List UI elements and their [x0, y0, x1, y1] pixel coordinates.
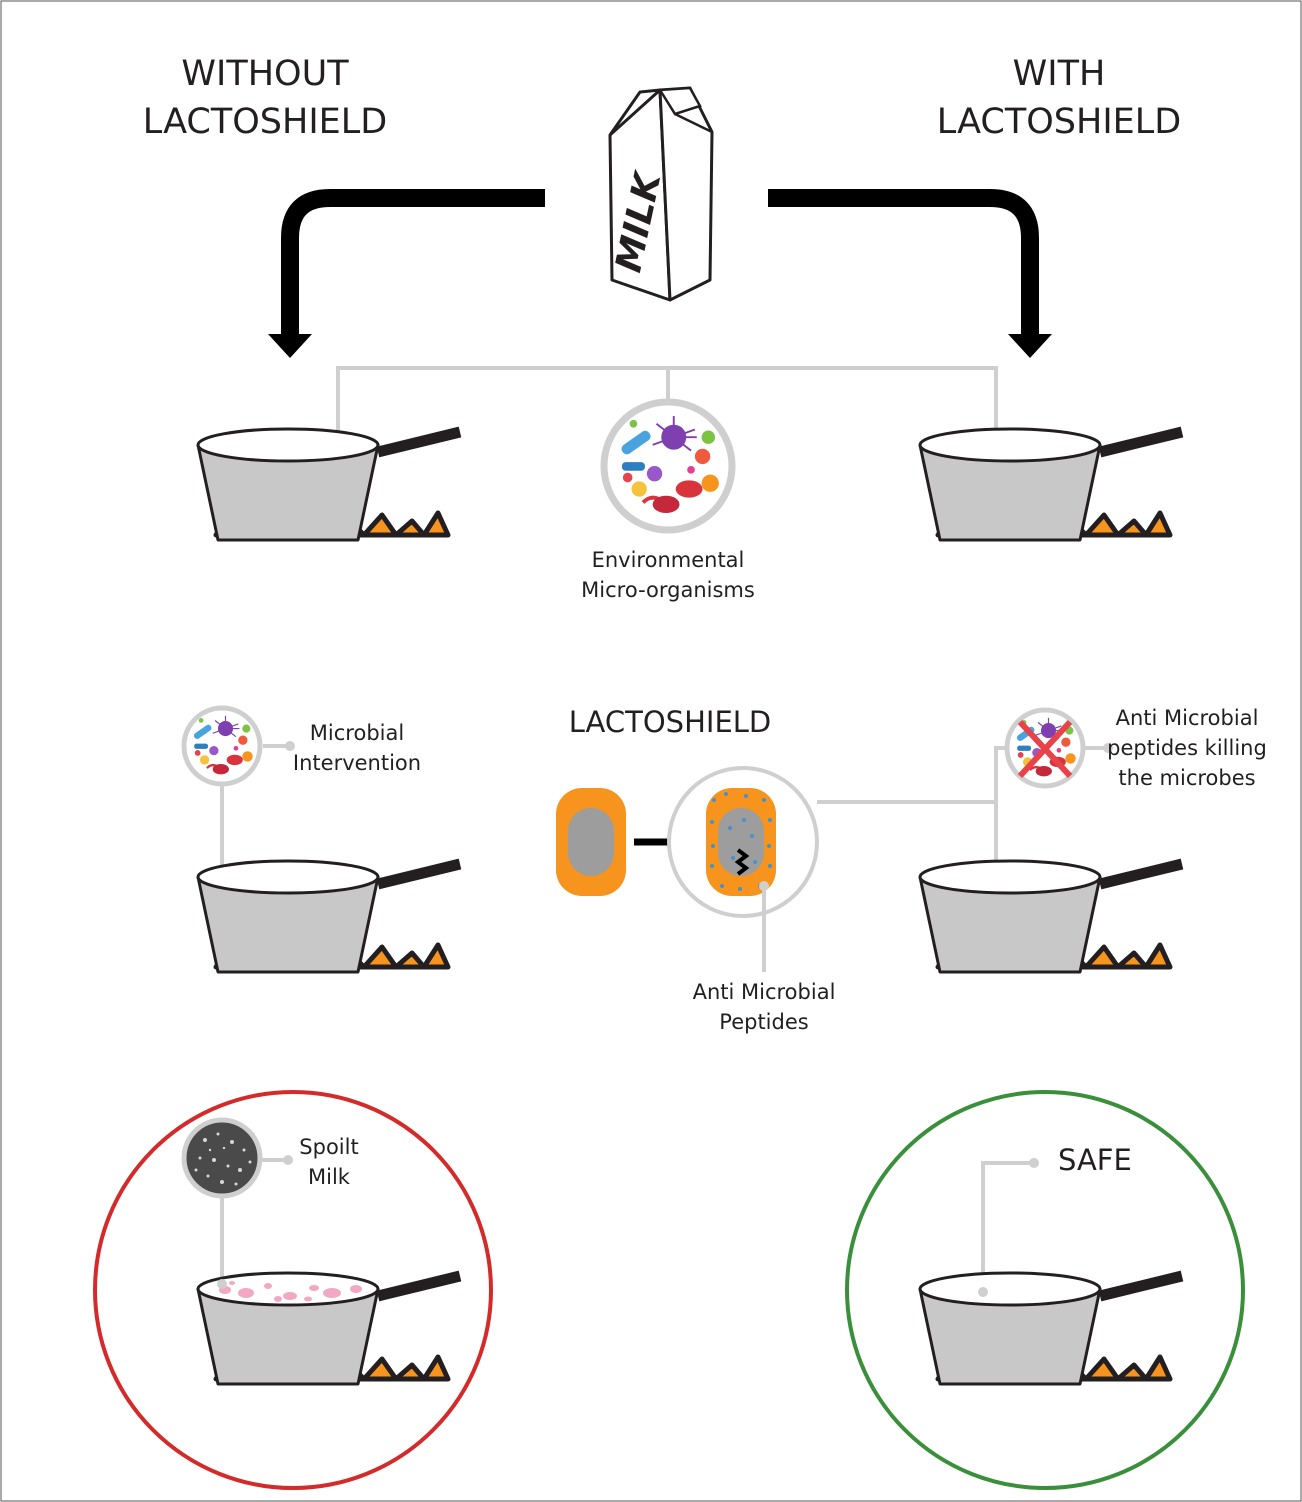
safe-ring [845, 1090, 1245, 1490]
pot-icon [920, 1273, 1182, 1384]
safe-connector [981, 1161, 1034, 1292]
pot-icon [198, 429, 460, 540]
safe-label: SAFE [1058, 1143, 1132, 1177]
peptides-label: Anti Microbial Peptides [692, 980, 836, 1034]
pot-icon [198, 861, 460, 972]
peptides-connector [762, 746, 1008, 972]
pot-icon [920, 861, 1182, 972]
milk-carton-icon [608, 86, 714, 302]
header-without-lactoshield: WITHOUT LACTOSHIELD [140, 50, 390, 146]
header-left-line2: LACTOSHIELD [142, 102, 388, 142]
environmental-microbes-icon [600, 398, 736, 534]
environmental-label: Environmental Micro-organisms [581, 548, 755, 602]
header-left-line1: WITHOUT [181, 54, 349, 94]
pot-icon [920, 429, 1182, 540]
microbes-icon [181, 705, 263, 787]
arrow-down-icon [268, 189, 545, 358]
header-with-lactoshield: WITH LACTOSHIELD [934, 50, 1184, 146]
arrow-down-icon [768, 189, 1052, 358]
spoilt-milk-label: Spoilt Milk [299, 1135, 359, 1189]
header-right-line1: WITH [1012, 54, 1106, 94]
microbial-intervention-label: Microbial Intervention [292, 721, 422, 775]
bacteria-cell-icon [556, 788, 626, 896]
spoilt-texture-icon [181, 1117, 263, 1199]
spoilt-ring [93, 1090, 493, 1490]
lactoshield-cell-zoom [667, 766, 819, 918]
peptides-killing-label: Anti Microbial peptides killing the micr… [1107, 706, 1267, 790]
environmental-connector [336, 366, 998, 440]
lactoshield-title: LACTOSHIELD [568, 705, 772, 739]
cross-icon [1017, 719, 1073, 779]
header-right-line2: LACTOSHIELD [936, 102, 1182, 142]
